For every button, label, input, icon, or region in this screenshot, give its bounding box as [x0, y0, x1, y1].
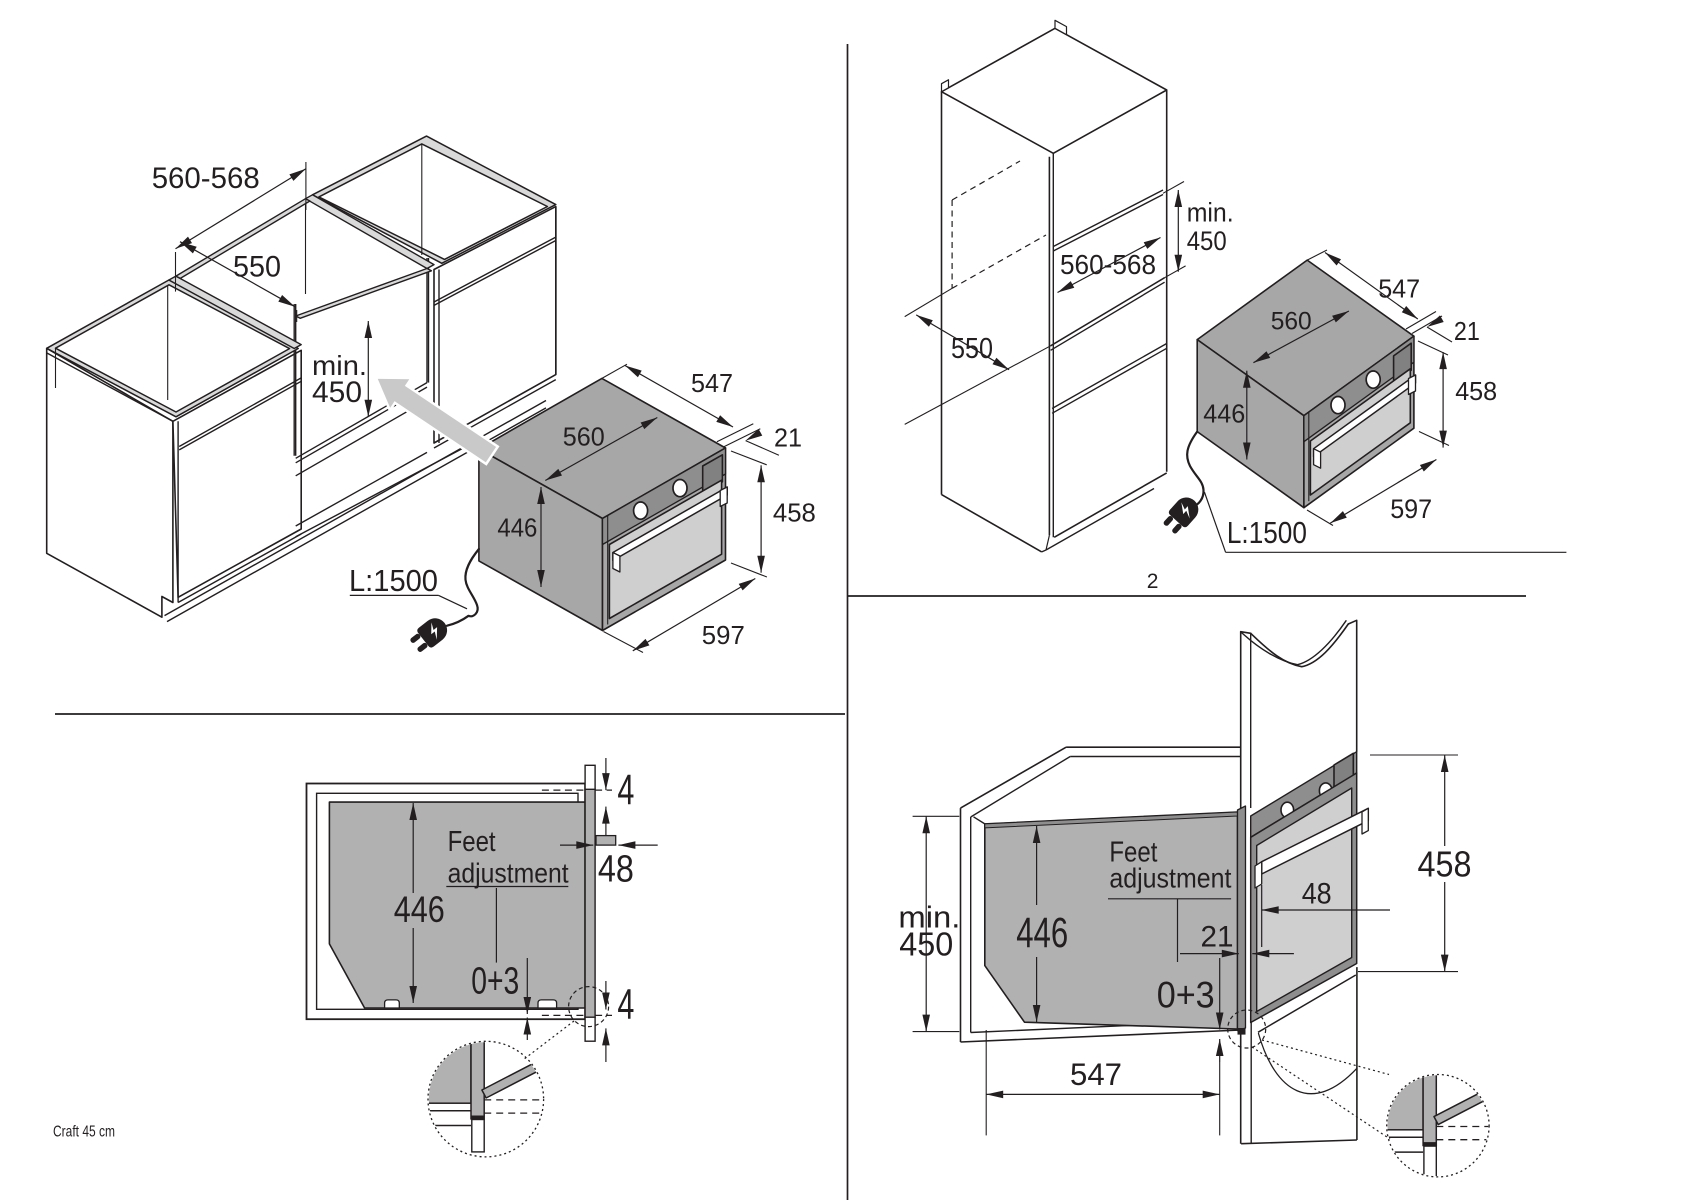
- svg-text:458: 458: [1418, 844, 1472, 885]
- svg-text:560: 560: [1271, 308, 1312, 336]
- svg-text:446: 446: [394, 889, 445, 930]
- svg-text:Feet: Feet: [1109, 837, 1157, 869]
- svg-text:446: 446: [1203, 398, 1245, 428]
- svg-text:550: 550: [951, 333, 993, 365]
- svg-text:48: 48: [1302, 877, 1332, 910]
- svg-text:560-568: 560-568: [1060, 249, 1156, 280]
- svg-text:4: 4: [617, 981, 634, 1029]
- svg-text:547: 547: [1378, 274, 1420, 304]
- svg-text:min.: min.: [898, 899, 960, 934]
- svg-text:547: 547: [1070, 1056, 1122, 1092]
- svg-text:adjustment: adjustment: [1109, 863, 1231, 894]
- svg-text:450: 450: [899, 926, 953, 963]
- svg-text:597: 597: [1390, 494, 1432, 524]
- svg-text:550: 550: [233, 250, 281, 283]
- svg-text:4: 4: [617, 766, 634, 814]
- svg-text:Craft 45 cm: Craft 45 cm: [53, 1124, 115, 1141]
- svg-text:446: 446: [497, 513, 537, 543]
- svg-text:0+3: 0+3: [1157, 975, 1215, 1016]
- svg-text:458: 458: [1455, 376, 1497, 406]
- svg-text:560-568: 560-568: [152, 162, 260, 195]
- svg-text:L:1500: L:1500: [349, 563, 438, 598]
- svg-text:560: 560: [563, 422, 605, 452]
- svg-text:min.: min.: [312, 350, 367, 381]
- svg-text:597: 597: [702, 620, 745, 650]
- svg-text:21: 21: [1454, 316, 1480, 346]
- svg-text:458: 458: [773, 497, 816, 527]
- svg-text:48: 48: [598, 848, 634, 890]
- svg-text:0+3: 0+3: [471, 960, 519, 1002]
- svg-text:2: 2: [1147, 570, 1159, 593]
- svg-text:450: 450: [312, 376, 362, 409]
- svg-text:L:1500: L:1500: [1227, 515, 1307, 550]
- svg-text:21: 21: [774, 423, 802, 453]
- svg-text:450: 450: [1187, 226, 1227, 256]
- svg-text:min.: min.: [1187, 198, 1234, 228]
- svg-text:21: 21: [1201, 921, 1234, 954]
- svg-text:446: 446: [1016, 909, 1068, 957]
- svg-text:Feet: Feet: [448, 826, 496, 858]
- svg-text:adjustment: adjustment: [448, 857, 569, 888]
- svg-text:547: 547: [691, 368, 733, 398]
